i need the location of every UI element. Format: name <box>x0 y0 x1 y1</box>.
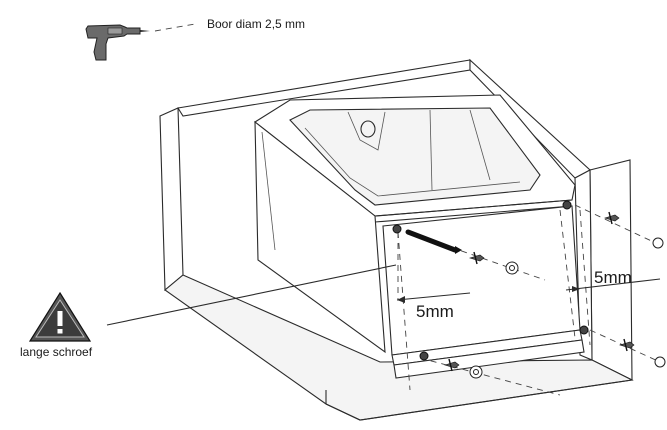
dimension-left-label: 5mm <box>416 302 454 321</box>
guide-lines <box>397 204 661 396</box>
wall-alcove <box>159 58 634 421</box>
warning-label: lange schroef <box>20 345 93 359</box>
dimension-right <box>565 278 661 292</box>
wall-plug-icon <box>443 211 635 372</box>
drill-icon <box>85 23 196 61</box>
nut-icon <box>419 200 666 379</box>
dimension-left <box>396 292 471 303</box>
warning-triangle-icon <box>28 291 92 342</box>
bath-tub <box>254 94 585 379</box>
drill-label: Boor diam 2,5 mm <box>207 17 305 31</box>
dimension-right-label: 5mm <box>594 268 632 287</box>
screw-icon <box>392 224 462 254</box>
warning-leader-line <box>106 264 397 326</box>
